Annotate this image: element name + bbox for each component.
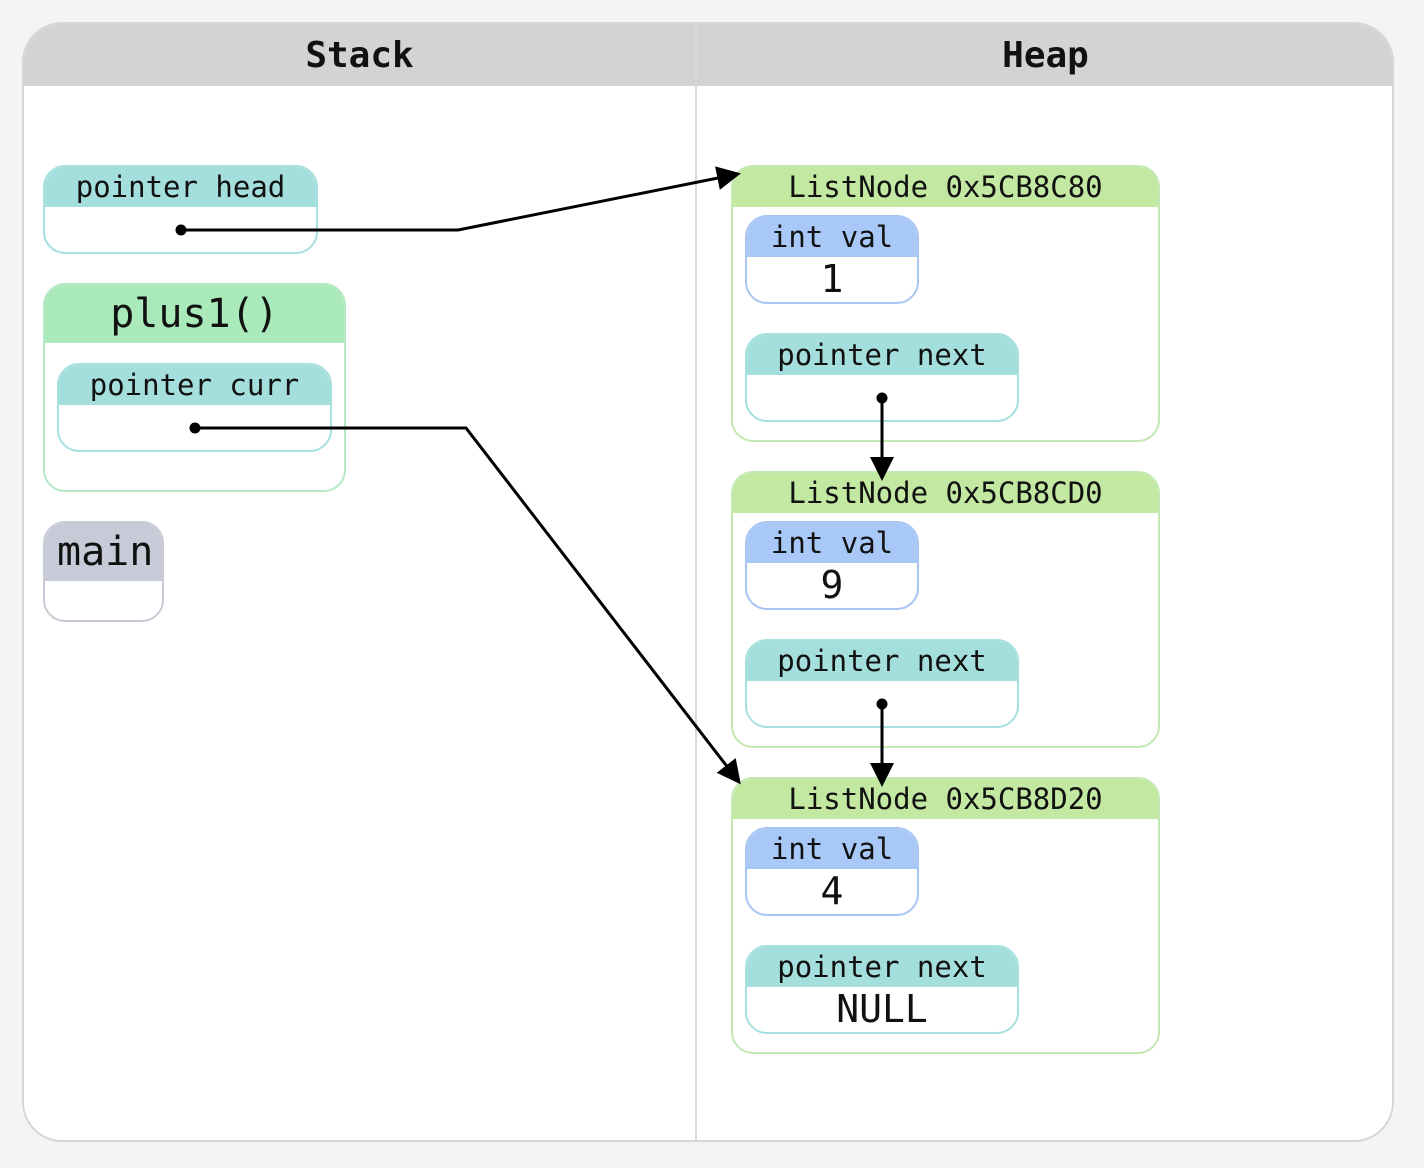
int-val-label: int val bbox=[747, 523, 917, 563]
int-val-label: int val bbox=[747, 217, 917, 257]
int-val-value: 1 bbox=[820, 257, 844, 301]
pointer-head-label: pointer head bbox=[45, 167, 316, 207]
listnode-title: ListNode 0x5CB8D20 bbox=[733, 779, 1158, 819]
listnode-title: ListNode 0x5CB8C80 bbox=[733, 167, 1158, 207]
pointer-next-label: pointer next bbox=[747, 947, 1017, 987]
pointer-next-box: pointer next bbox=[745, 639, 1019, 728]
heap-header: Heap bbox=[697, 24, 1392, 86]
main-frame-name: main bbox=[45, 523, 162, 581]
int-val-value: 4 bbox=[820, 869, 844, 913]
pointer-next-label: pointer next bbox=[747, 641, 1017, 681]
column-divider bbox=[695, 24, 697, 1140]
pointer-curr-box: pointer curr bbox=[57, 363, 332, 452]
stack-header: Stack bbox=[24, 24, 695, 86]
pointer-curr-label: pointer curr bbox=[59, 365, 330, 405]
stack-frame-main: main bbox=[43, 521, 164, 622]
pointer-next-box: pointer next NULL bbox=[745, 945, 1019, 1034]
pointer-next-label: pointer next bbox=[747, 335, 1017, 375]
int-val-box: int val 4 bbox=[745, 827, 919, 916]
stack-frame-name: plus1() bbox=[45, 285, 344, 343]
pointer-next-box: pointer next bbox=[745, 333, 1019, 422]
null-value: NULL bbox=[836, 987, 928, 1031]
listnode-title: ListNode 0x5CB8CD0 bbox=[733, 473, 1158, 513]
int-val-value: 9 bbox=[820, 563, 844, 607]
int-val-label: int val bbox=[747, 829, 917, 869]
int-val-box: int val 9 bbox=[745, 521, 919, 610]
int-val-box: int val 1 bbox=[745, 215, 919, 304]
pointer-head-box: pointer head bbox=[43, 165, 318, 254]
